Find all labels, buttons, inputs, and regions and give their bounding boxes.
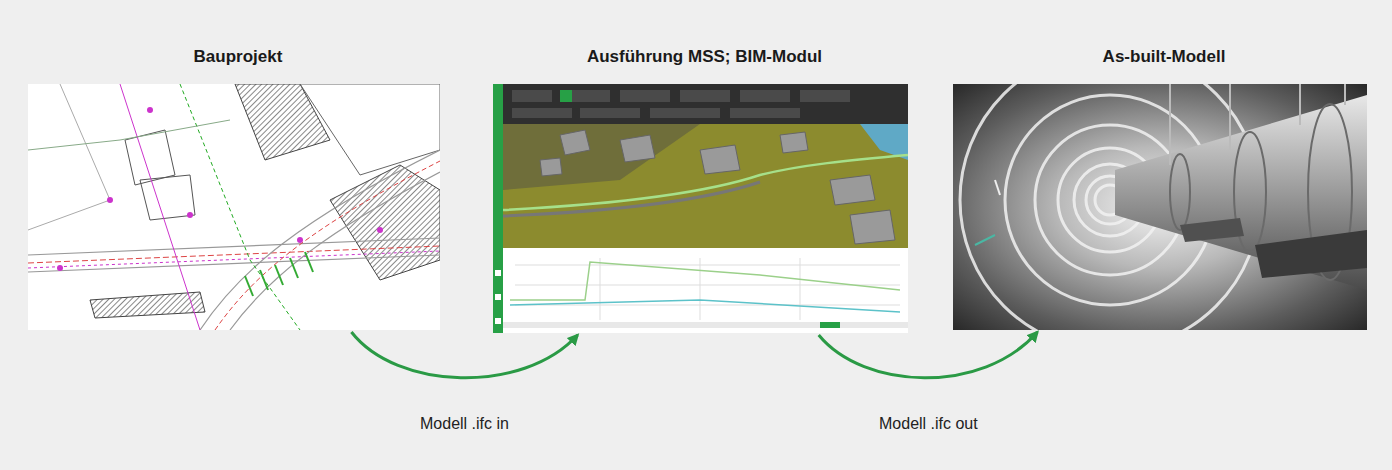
panel-heading: As-built-Modell: [953, 40, 1375, 68]
image-panel: Ausführung MSS; BIM-Modul: [493, 40, 916, 333]
panel-heading: Bauprojekt: [28, 40, 448, 68]
image-panel: As-built-Modell: [953, 40, 1375, 330]
bim-screenshot: [493, 84, 908, 333]
arrow-label: Modell .ifc out: [875, 413, 982, 435]
arrow-label: Modell .ifc in: [416, 413, 513, 435]
image-panel: Bauprojekt: [28, 40, 448, 330]
curved-arrow: [819, 332, 1038, 378]
curved-arrow: [351, 332, 577, 378]
panel-heading: Ausführung MSS; BIM-Modul: [493, 40, 916, 68]
site-plan: [28, 84, 440, 330]
tunnel-photo: [953, 84, 1367, 330]
